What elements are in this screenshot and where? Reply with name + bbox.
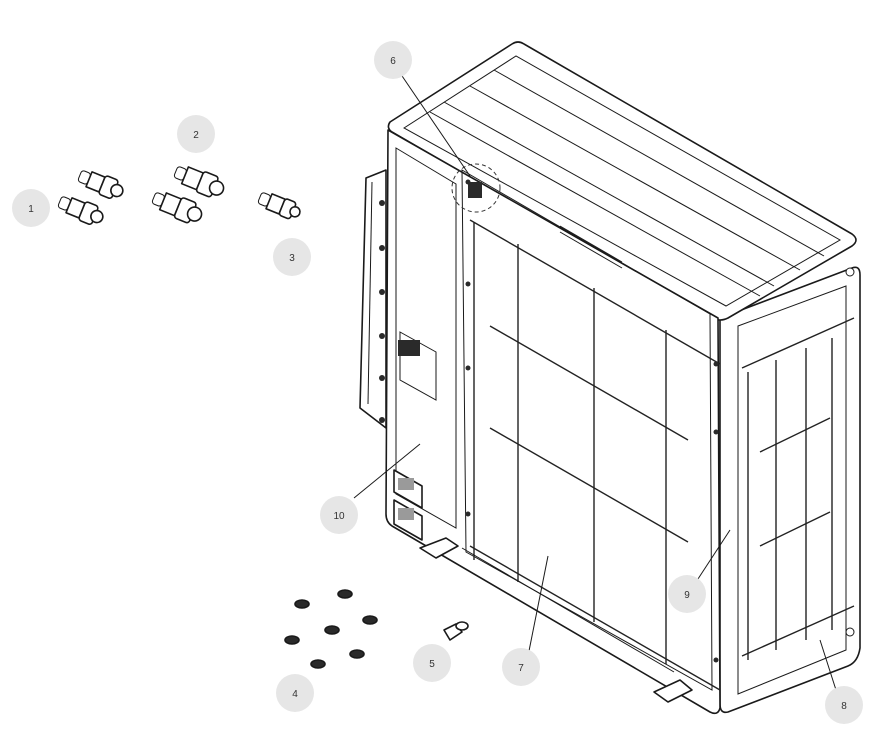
callout-7: 7	[502, 648, 540, 686]
left-side-bracket	[359, 169, 387, 429]
right-side-panel	[719, 266, 861, 714]
callout-5: 5	[413, 644, 451, 682]
callout-8-label: 8	[841, 701, 847, 712]
drain-elbow	[443, 621, 469, 641]
top-panel	[387, 41, 857, 321]
callout-3-label: 3	[289, 253, 295, 264]
callout-1-label: 1	[28, 204, 34, 215]
rubber-grommets	[284, 589, 378, 669]
leader-lines	[353, 69, 837, 691]
callout-9: 9	[668, 575, 706, 613]
callout-4: 4	[276, 674, 314, 712]
front-panel	[385, 129, 721, 715]
callout-5-label: 5	[429, 659, 435, 670]
callout-2: 2	[177, 115, 215, 153]
front-grille	[469, 219, 721, 691]
callout-6-label: 6	[390, 56, 396, 67]
callout-10-label: 10	[333, 511, 345, 522]
mounting-feet	[419, 537, 693, 703]
fittings-set-2	[151, 166, 225, 224]
terminal-block	[393, 469, 423, 541]
callout-8: 8	[825, 686, 863, 724]
callout-3: 3	[273, 238, 311, 276]
callout-2-label: 2	[193, 130, 199, 141]
fittings-set-1	[57, 170, 124, 225]
fitting-3	[257, 192, 301, 220]
callout-4-label: 4	[292, 689, 298, 700]
callout-1: 1	[12, 189, 50, 227]
callout-9-label: 9	[684, 590, 690, 601]
callout-10: 10	[320, 496, 358, 534]
callout-6: 6	[374, 41, 412, 79]
callout-7-label: 7	[518, 663, 524, 674]
temperature-sensor	[451, 163, 501, 213]
outdoor-unit	[359, 41, 861, 715]
